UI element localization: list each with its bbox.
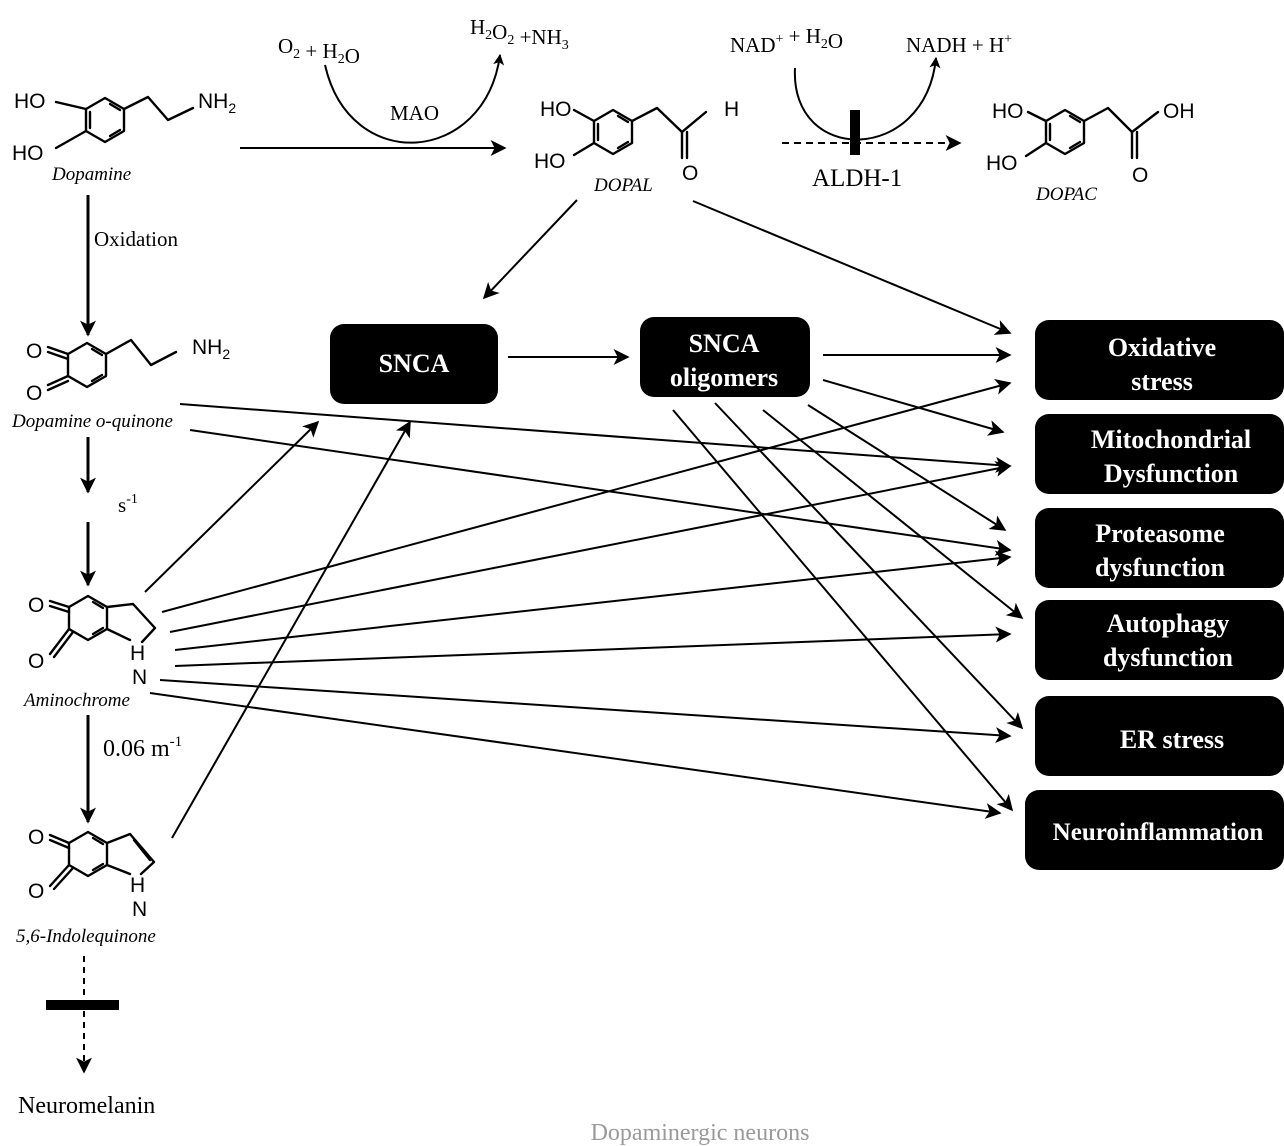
mao-products: H2O2 +NH3 [470,15,569,53]
dopamine-structure: HO HO NH2 [12,90,236,165]
indolequinone-n: N [132,898,147,921]
oligomers-to-autophagy-arrow [762,409,1024,620]
dopal-label: DOPAL [593,175,653,196]
dopal-o: O [682,162,698,185]
autophagy-text-2: dysfunction [1103,643,1234,672]
oquinone-nh2: NH2 [192,336,230,362]
aminochrome-structure: O O H N [28,594,157,689]
mito-text-1: Mitochondrial [1091,425,1251,454]
aminochrome-label: Aminochrome [22,690,130,711]
dopal-to-snca-arrow [482,199,578,300]
dopal-ho-bottom: HO [534,150,566,173]
proteasome-text-1: Proteasome [1095,519,1224,548]
dopamine-nh2: NH2 [198,90,236,116]
aldh-inhibition-bar [850,110,860,155]
aminochrome-to-autophagy-arrow [174,626,1012,667]
aminochrome-to-er-arrow [159,679,1012,744]
oligomers-to-neuroinflammation-arrow [672,409,1014,812]
dopal-h: H [724,98,739,121]
indolequinone-to-snca-arrow [171,420,411,839]
mao-cofactor-arrow [324,53,505,144]
neuromelanin-label: Neuromelanin [18,1093,155,1119]
autophagy-text-1: Autophagy [1107,609,1230,638]
oquinone-o-top: O [26,340,42,363]
mitochondrial-dysfunction-box: Mitochondrial Dysfunction [1035,414,1284,494]
autophagy-dysfunction-box: Autophagy dysfunction [1035,600,1284,680]
oxidative-text-2: stress [1131,367,1193,396]
er-stress-box: ER stress [1035,696,1284,776]
dopal-ho-top: HO [540,98,572,121]
aldh-cofactor-arrow [793,56,941,141]
aminochrome-to-neuroinflammation-arrow [149,692,1002,819]
dopac-o: O [1132,164,1148,187]
aldh-products: NADH + H+ [906,32,1012,57]
aldh-enzyme-label: ALDH-1 [812,165,902,192]
dopac-ho-top: HO [992,100,1024,123]
aminochrome-o-top: O [28,594,44,617]
mito-text-2: Dysfunction [1104,459,1239,488]
dopac-structure: HO HO OH O [986,100,1195,187]
dopamine-oquinone-label: Dopamine o-quinone [11,411,173,432]
dopac-label: DOPAC [1035,184,1097,205]
snca-box: SNCA [330,324,498,404]
aminochrome-h: H [130,642,145,665]
footer-caption: Dopaminergic neurons [591,1120,810,1146]
oligomers-to-proteasome-arrow [807,404,1007,531]
dopac-ho-bottom: HO [986,152,1018,175]
dopamine-label: Dopamine [51,164,131,185]
neuromelanin-inhibition-bar [46,1000,119,1010]
aminochrome-to-oxidative-arrow [161,379,1012,613]
effect-arrows [144,199,1024,839]
dopac-oh: OH [1163,100,1195,123]
aldh-substrates: NAD+ + H2O [730,24,843,57]
indolequinone-label: 5,6-Indolequinone [16,926,156,947]
indolequinone-structure: O O H N [28,826,156,921]
oxidation-label: Oxidation [94,227,178,251]
snca-oligomers-text-2: oligomers [670,363,778,392]
oxidative-stress-box: Oxidative stress [1035,320,1284,400]
dopal-to-oxidative-arrow [692,200,1012,335]
indolequinone-o-bottom: O [28,880,44,903]
oligomers-to-mito-arrow [822,379,1005,436]
aminochrome-to-proteasome-arrow [174,550,1012,651]
aminochrome-o-bottom: O [28,650,44,673]
dopal-structure: HO HO H O [534,98,739,185]
neuroinflammation-text: Neuroinflammation [1053,819,1264,846]
rate-label-1: s-1 [118,492,138,517]
rate-label-2: 0.06 m-1 [103,734,182,762]
dopamine-ho-bottom: HO [12,142,44,165]
indolequinone-o-top: O [28,826,44,849]
aminochrome-to-snca-arrow [144,420,320,593]
mao-enzyme-label: MAO [390,101,439,125]
oquinone-to-mito-arrow [179,403,1012,473]
oquinone-o-bottom: O [26,382,42,405]
aminochrome-n: N [132,666,147,689]
dopamine-ho-top: HO [14,90,46,113]
dopamine-oquinone-structure: O O NH2 [26,336,230,405]
snca-oligomers-box: SNCA oligomers [640,317,810,397]
snca-text: SNCA [379,349,450,378]
indolequinone-h: H [130,874,145,897]
neuroinflammation-box: Neuroinflammation [1025,790,1284,870]
oligomers-to-er-arrow [714,402,1024,730]
snca-oligomers-text-1: SNCA [689,329,760,358]
oxidative-text-1: Oxidative [1108,333,1216,362]
proteasome-text-2: dysfunction [1095,553,1226,582]
oquinone-to-proteasome-arrow [189,429,1012,556]
er-stress-text: ER stress [1120,725,1224,754]
mao-substrates: O2 + H2O [278,34,360,68]
proteasome-dysfunction-box: Proteasome dysfunction [1035,508,1284,588]
aminochrome-to-mito-arrow [169,460,1012,633]
